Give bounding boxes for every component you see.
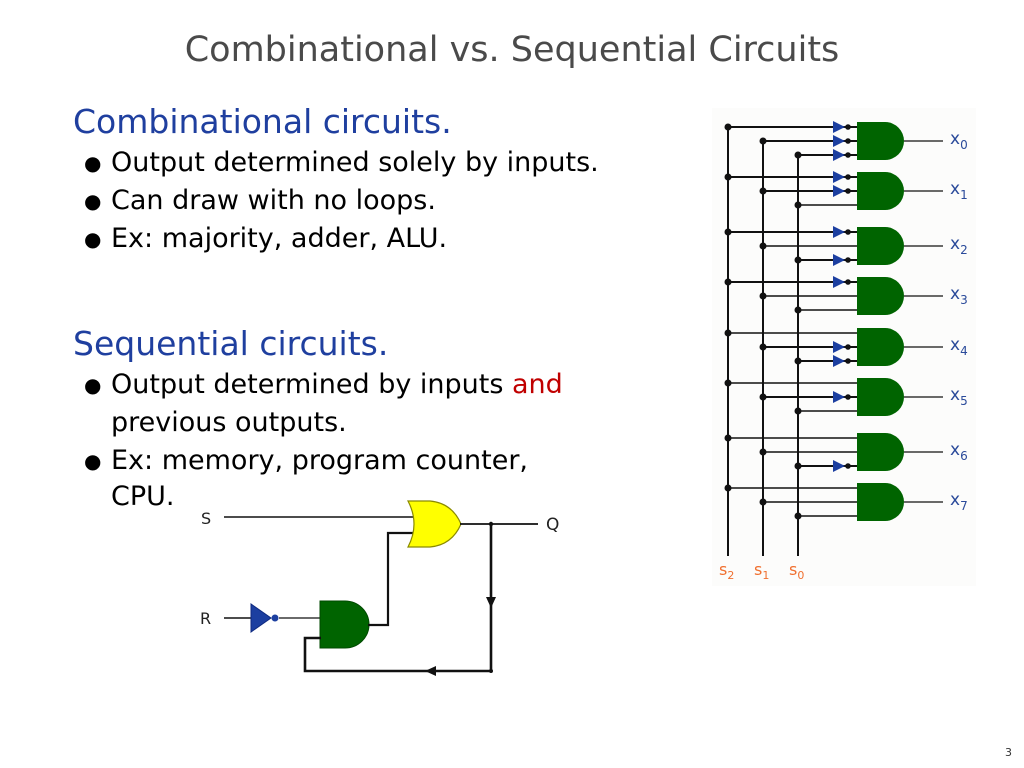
inverter-icon <box>833 171 845 183</box>
highlight-and: and <box>512 369 563 400</box>
inverter-icon <box>833 355 845 367</box>
bus-junction <box>794 256 802 264</box>
inverter-icon <box>833 460 845 472</box>
inverter-icon <box>833 149 845 161</box>
select-label-subscript: 2 <box>727 569 734 582</box>
and-to-or-wire <box>368 531 414 627</box>
inverter-bubble <box>845 279 851 285</box>
output-label-subscript: 3 <box>960 293 968 307</box>
and-gate-x3 <box>857 277 904 315</box>
bus-junction <box>759 498 767 506</box>
latch-r-label: R <box>200 609 211 628</box>
slide-title: Combinational vs. Sequential Circuits <box>184 30 840 70</box>
inverter-bubble <box>845 358 851 364</box>
bus-junction <box>794 201 802 209</box>
bus-junction <box>794 357 802 365</box>
select-label-subscript: 0 <box>797 569 804 582</box>
bus-junction <box>724 173 732 181</box>
latch-q-label: Q <box>546 515 559 535</box>
inverter-bubble <box>845 463 851 469</box>
inverter-bubble <box>845 344 851 350</box>
output-label-subscript: 2 <box>960 243 968 257</box>
bus-junction <box>724 379 732 387</box>
inverter-icon <box>833 121 845 133</box>
output-label-subscript: 0 <box>960 138 968 152</box>
latch-and-gate <box>319 600 370 649</box>
inverter-icon <box>833 135 845 147</box>
bus-junction <box>759 137 767 145</box>
sequential-heading: Sequential circuits. <box>73 324 389 363</box>
inverter-bubble <box>845 229 851 235</box>
inverter-icon <box>833 391 845 403</box>
bus-junction <box>759 343 767 351</box>
inverter-bubble <box>845 394 851 400</box>
and-gate-x2 <box>857 227 904 265</box>
inverter-icon <box>833 341 845 353</box>
inverter-bubble <box>845 124 851 130</box>
bus-junction <box>759 448 767 456</box>
bus-junction <box>724 123 732 131</box>
feedback-wire <box>303 524 493 673</box>
bus-junction <box>759 292 767 300</box>
bus-junction <box>794 306 802 314</box>
latch-s-label: S <box>201 509 211 528</box>
arrow-left-icon <box>425 666 436 676</box>
bus-junction <box>794 462 802 470</box>
and-gate-x0 <box>857 122 904 160</box>
inverter-icon <box>833 254 845 266</box>
latch-or-gate <box>407 500 462 548</box>
inverter-icon <box>833 226 845 238</box>
bullet-dot: ● <box>84 151 102 175</box>
page-number: 3 <box>1005 746 1012 759</box>
bus-junction <box>794 151 802 159</box>
output-label-subscript: 1 <box>960 188 968 202</box>
arrow-down-icon <box>486 597 496 608</box>
decoder-gates <box>833 121 904 521</box>
output-label-subscript: 4 <box>960 344 968 358</box>
inverter-bubble <box>845 138 851 144</box>
bus-junction <box>724 484 732 492</box>
bullet-dot: ● <box>84 189 102 213</box>
bus-junction <box>794 407 802 415</box>
decoder-wires <box>724 123 943 556</box>
bus-junction <box>794 512 802 520</box>
bus-junction <box>724 228 732 236</box>
feedback-corner <box>489 669 493 673</box>
inverter-icon <box>833 276 845 288</box>
inverter-bubble <box>845 188 851 194</box>
and-gate-x5 <box>857 378 904 416</box>
bus-junction <box>724 434 732 442</box>
bus-junction <box>759 187 767 195</box>
and-gate-x6 <box>857 433 904 471</box>
and-gate-x4 <box>857 328 904 366</box>
select-label-subscript: 1 <box>762 569 769 582</box>
and-gate-x1 <box>857 172 904 210</box>
output-label-subscript: 7 <box>960 499 968 513</box>
output-label-subscript: 5 <box>960 394 968 408</box>
and-gate-x7 <box>857 483 904 521</box>
bus-junction <box>724 278 732 286</box>
combinational-heading: Combinational circuits. <box>73 102 452 141</box>
bullet-dot: ● <box>84 373 102 397</box>
inverter-icon <box>833 185 845 197</box>
inverter-bubble <box>271 614 279 622</box>
bus-junction <box>724 329 732 337</box>
bus-junction <box>759 242 767 250</box>
inverter-bubble <box>845 174 851 180</box>
bullet-dot: ● <box>84 227 102 251</box>
output-label-subscript: 6 <box>960 449 968 463</box>
inverter-bubble <box>845 257 851 263</box>
bus-junction <box>759 393 767 401</box>
latch-inverter-icon <box>250 603 272 633</box>
inverter-bubble <box>845 152 851 158</box>
bullet-dot: ● <box>84 449 102 473</box>
